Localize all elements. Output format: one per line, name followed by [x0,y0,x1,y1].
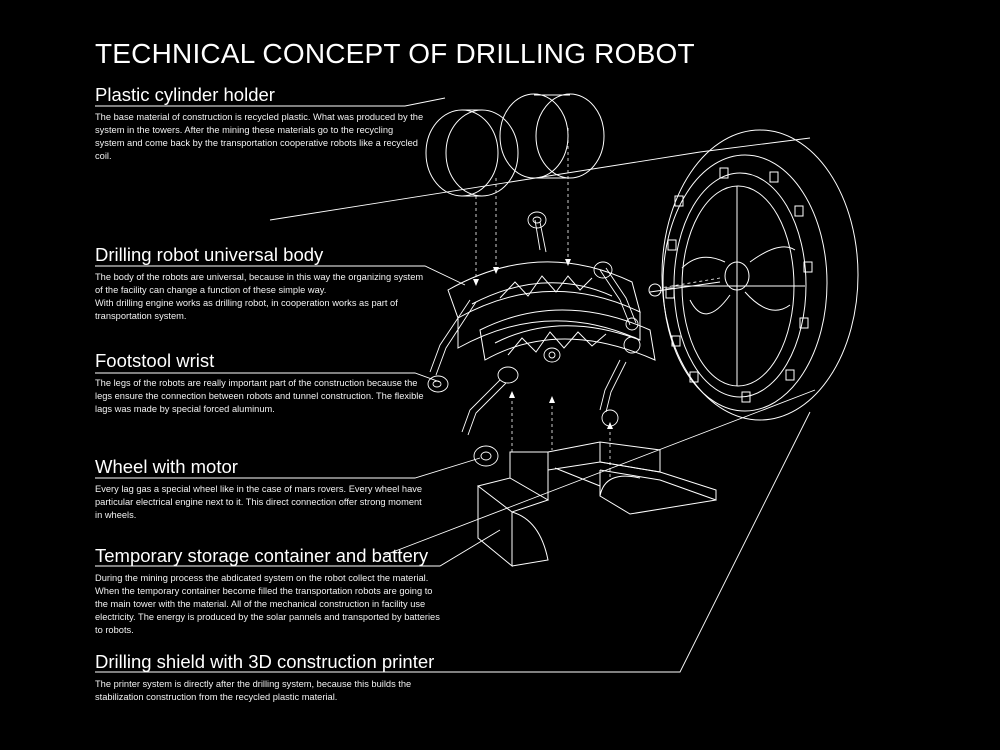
section-heading: Drilling robot universal body [95,244,324,265]
section-body: The base material of construction is rec… [95,112,424,161]
section-heading: Temporary storage container and battery [95,545,429,566]
section-heading: Plastic cylinder holder [95,84,275,105]
cylinder-left [462,110,482,196]
section-drilling-shield-printer: Drilling shield with 3D construction pri… [95,651,435,704]
leader-line-shield [95,412,810,672]
section-body: Every lag gas a special wheel like in th… [95,484,423,520]
shield-teeth [666,168,812,402]
robot-body [448,262,655,360]
section-plastic-cylinder-holder: Plastic cylinder holder The base materia… [95,84,425,163]
section-wheel-with-motor: Wheel with motor Every lag gas a special… [95,456,425,522]
section-heading: Drilling shield with 3D construction pri… [95,651,435,672]
section-body: The legs of the robots are really import… [95,378,424,414]
page-title: TECHNICAL CONCEPT OF DRILLING ROBOT [95,38,695,69]
leader-line-cylinder [95,98,445,106]
section-temporary-storage-container: Temporary storage container and battery … [95,545,445,637]
leader-line-wrist [95,373,440,382]
leader-line-body [95,266,465,285]
arrow-heads [473,259,613,429]
cylinder-right [534,95,570,178]
leader-line-wheel [95,458,480,478]
assembly-arrows [476,128,720,478]
robot-legs [428,212,640,466]
section-footstool-wrist: Footstool wrist The legs of the robots a… [95,350,425,416]
storage-container [478,442,716,566]
section-body: During the mining process the abdicated … [95,573,440,635]
section-drilling-robot-universal-body: Drilling robot universal body The body o… [95,244,425,323]
leader-line-storage [95,530,500,566]
leader-lines [95,98,810,672]
section-body: The printer system is directly after the… [95,679,412,702]
section-heading: Footstool wrist [95,350,215,371]
plastic-cylinders [426,94,604,196]
section-body: The body of the robots are universal, be… [95,272,424,321]
drilling-shield [649,130,858,420]
section-heading: Wheel with motor [95,456,238,477]
